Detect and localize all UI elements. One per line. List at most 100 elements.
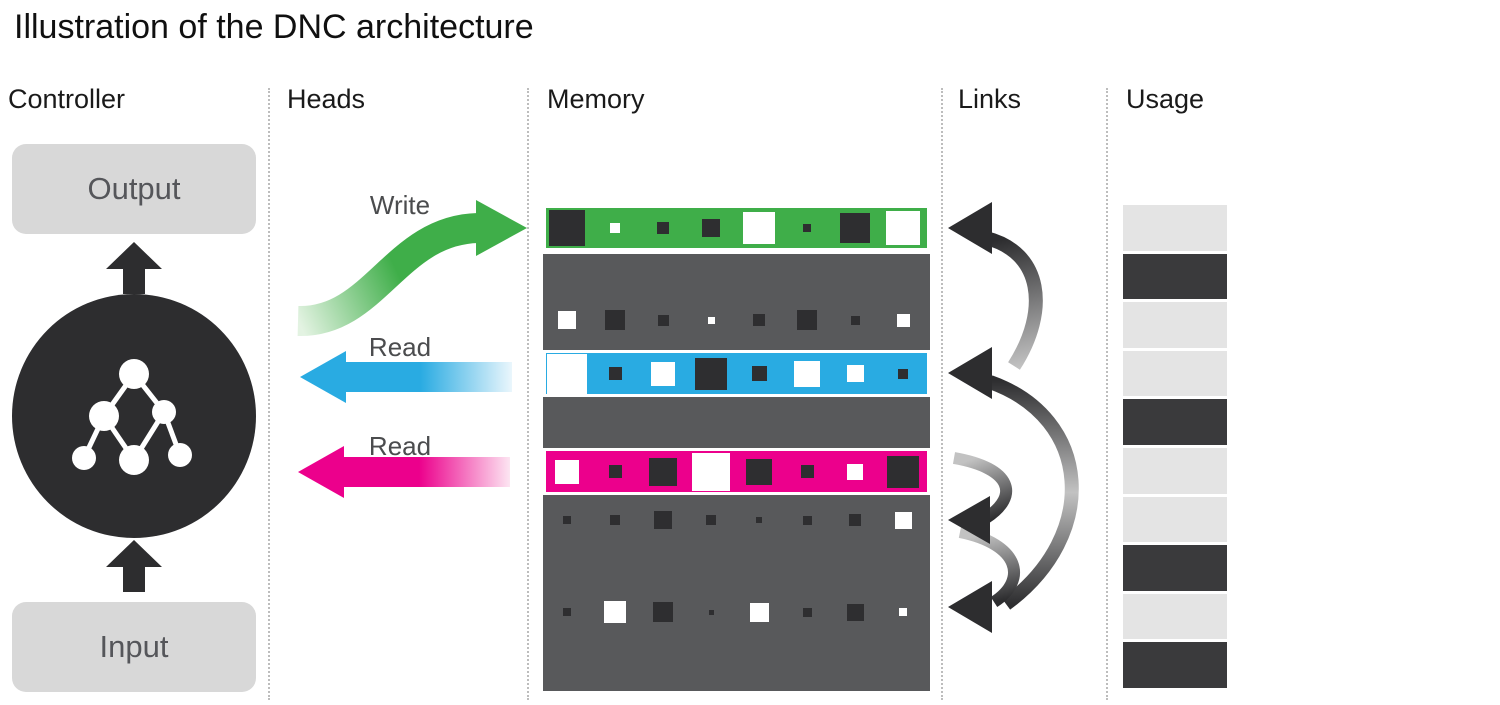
section-divider <box>1106 88 1108 700</box>
controller-circle <box>12 294 256 538</box>
memory-row-2 <box>543 497 930 543</box>
link-arrowhead-bottom-row-icon <box>948 581 992 633</box>
memory-cell <box>846 603 864 621</box>
read1-head-label: Read <box>368 332 432 362</box>
usage-column <box>1123 205 1227 688</box>
memory-cell <box>899 608 907 616</box>
memory-cell <box>756 517 762 523</box>
memory-cell <box>657 314 669 326</box>
memory-cell <box>802 515 812 525</box>
memory-row-read1 <box>543 350 930 397</box>
head-arrows <box>297 200 527 498</box>
memory-cell <box>797 310 817 330</box>
input-box: Input <box>12 602 256 692</box>
memory-cell <box>608 367 622 380</box>
memory-cell <box>657 222 669 234</box>
arrow-up-shape <box>106 540 162 592</box>
memory-cell <box>896 313 910 327</box>
memory-row-read2 <box>543 448 930 495</box>
memory-cell <box>846 365 864 382</box>
memory-cell <box>549 210 585 246</box>
memory-cell <box>800 465 814 478</box>
arrow-up-shape <box>106 242 162 294</box>
usage-section-label: Usage <box>1126 84 1205 114</box>
memory-cell <box>850 315 860 325</box>
link-curve-pink-to-mid <box>952 452 1013 524</box>
memory-matrix <box>543 205 930 691</box>
usage-cell-dark <box>1123 253 1227 300</box>
arrow-up-icon <box>106 540 162 592</box>
memory-cell <box>847 463 863 480</box>
memory-cell <box>610 223 620 233</box>
link-curve-blue-to-green <box>984 231 1043 370</box>
write-arrow-head-icon <box>476 200 527 256</box>
read2-head-label: Read <box>368 431 432 461</box>
memory-cell <box>547 353 587 394</box>
memory-cell <box>840 213 870 243</box>
write-arrow-shaft <box>297 213 480 337</box>
read1-arrow-head-icon <box>300 351 346 403</box>
usage-cell-light <box>1123 593 1227 640</box>
usage-cell-light <box>1123 496 1227 543</box>
memory-cell <box>695 357 727 390</box>
usage-cell-dark <box>1123 545 1227 591</box>
memory-cell <box>653 602 673 622</box>
memory-cell <box>692 452 730 491</box>
input-box-label: Input <box>99 629 169 664</box>
memory-row-1 <box>543 297 930 343</box>
memory-cell <box>749 602 769 622</box>
memory-cell <box>558 311 576 329</box>
memory-cell <box>743 212 775 244</box>
controller-section-label: Controller <box>8 84 126 114</box>
memory-cell <box>707 316 715 324</box>
arrow-up-icon <box>106 242 162 294</box>
link-arrowhead-write-row-icon <box>948 202 992 254</box>
memory-cell <box>794 360 820 387</box>
link-arrows <box>948 202 1079 633</box>
memory-cell <box>886 211 920 245</box>
memory-cell <box>753 314 765 326</box>
section-divider <box>527 88 529 700</box>
memory-row-3 <box>543 589 930 635</box>
memory-cell <box>894 511 912 529</box>
memory-cell <box>751 366 767 381</box>
memory-section-label: Memory <box>547 84 645 114</box>
usage-cell-light <box>1123 205 1227 251</box>
memory-cell <box>803 224 811 232</box>
link-arrowhead-mid-row-icon <box>948 496 990 544</box>
memory-cell <box>608 465 622 478</box>
diagram-title: Illustration of the DNC architecture <box>14 8 534 46</box>
link-arrowhead-read1-row-icon <box>948 347 992 399</box>
read2-arrow-head-icon <box>298 446 344 498</box>
heads-section-label: Heads <box>287 84 366 114</box>
memory-cell <box>555 459 579 484</box>
memory-cell <box>746 458 772 485</box>
memory-cell <box>610 515 620 525</box>
neural-network-icon <box>72 359 192 475</box>
controller-network <box>12 294 256 538</box>
output-box: Output <box>12 144 256 234</box>
memory-cell <box>702 219 720 237</box>
usage-cell-light <box>1123 350 1227 397</box>
read2-arrow-shaft <box>342 457 510 487</box>
usage-cell-dark <box>1123 399 1227 445</box>
section-divider <box>268 88 270 700</box>
read1-arrow-shaft <box>344 362 512 392</box>
memory-cell <box>887 455 919 488</box>
usage-cell-dark <box>1123 642 1227 688</box>
memory-row-write <box>543 205 930 251</box>
links-section-label: Links <box>958 84 1022 114</box>
memory-cell <box>654 511 672 529</box>
output-box-label: Output <box>87 171 181 206</box>
memory-cell <box>898 368 908 379</box>
link-curve-bottom-to-blue <box>987 375 1079 610</box>
usage-cell-light <box>1123 447 1227 494</box>
memory-cell <box>604 601 626 623</box>
section-divider <box>941 88 943 700</box>
memory-cell <box>708 609 714 615</box>
memory-cell <box>651 361 675 386</box>
memory-cell <box>849 514 861 526</box>
memory-cell <box>605 310 625 330</box>
write-head-label: Write <box>369 190 431 220</box>
